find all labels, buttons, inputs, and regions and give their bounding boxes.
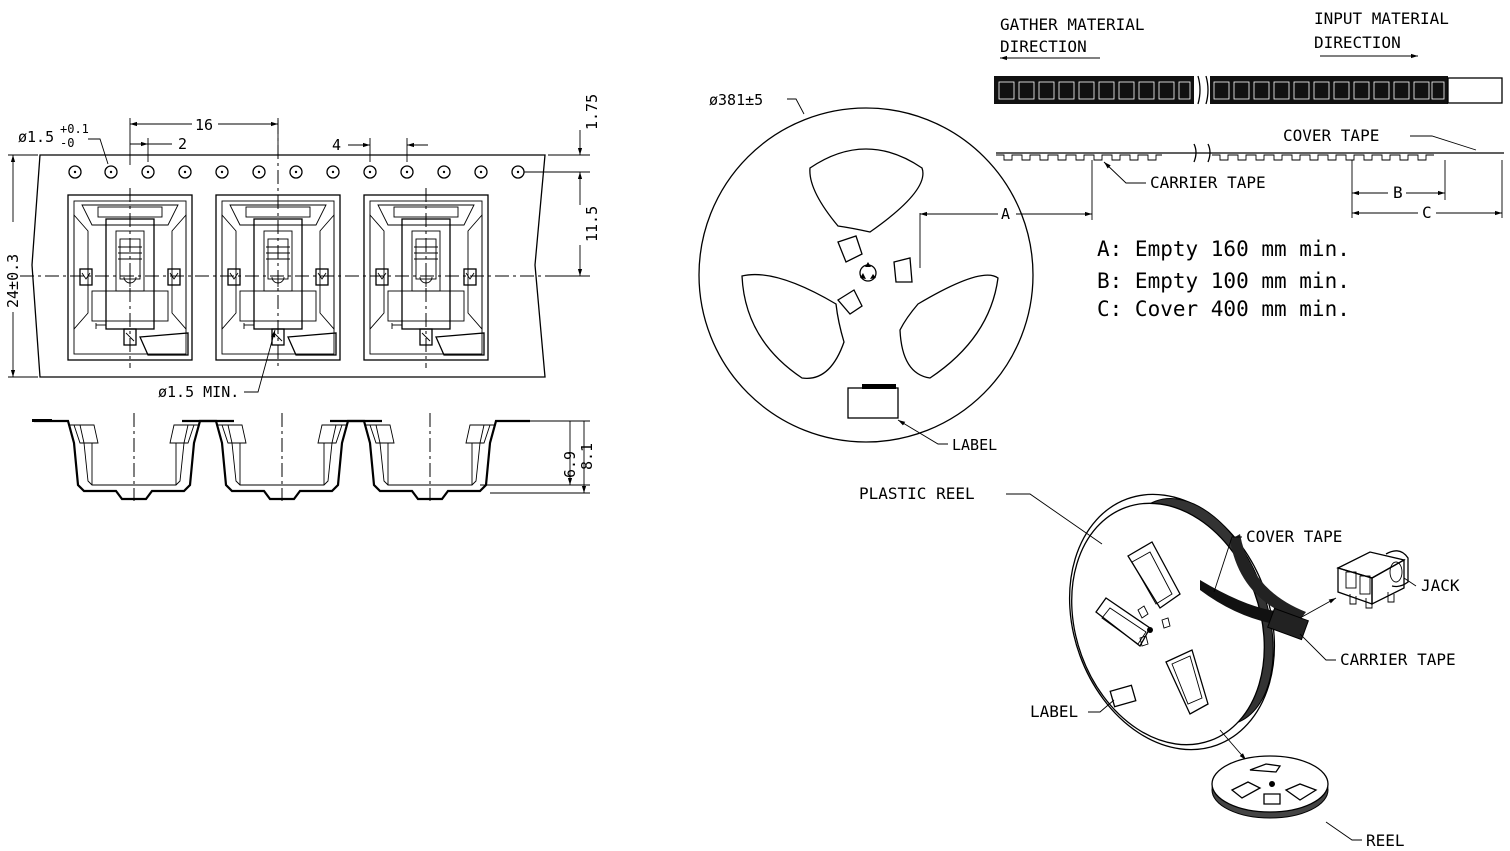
cover-tape-label: COVER TAPE [1283,126,1379,145]
plastic-reel-label: PLASTIC REEL [859,484,975,503]
reel-front-view: ø381±5 LABEL A [698,91,1093,454]
dimension-a-label: A [1001,205,1010,223]
reel-window-right [899,274,999,379]
section-pocket-2 [180,411,384,503]
pocket-depth-dimension: 6.9 [561,451,579,478]
jack-part [1336,550,1409,609]
iso-label-text: LABEL [1030,702,1078,721]
iso-carrier-tape-label: CARRIER TAPE [1340,650,1456,669]
notes-block: A: Empty 160 mm min. B: Empty 100 mm min… [1097,237,1350,321]
gather-direction-line2: DIRECTION [1000,37,1087,56]
tape-width-dimension: 24±0.3 [4,254,22,308]
edge-to-hole-dimension: 1.75 [583,94,601,130]
note-a: A: Empty 160 mm min. [1097,237,1350,261]
gather-direction-line1: GATHER MATERIAL [1000,15,1145,34]
reel-window-left [741,273,845,379]
hole-tolerance-plus: +0.1 [60,122,89,136]
hole-diameter-label: ø1.5 [18,128,54,146]
iso-cover-tape-label: COVER TAPE [1246,527,1342,546]
hole-tolerance-minus: -0 [60,136,74,150]
sprocket-holes [68,165,525,179]
carrier-tape-label: CARRIER TAPE [1150,173,1266,192]
tape-strip-view: GATHER MATERIAL DIRECTION INPUT MATERIAL… [994,9,1504,222]
reel-window-top [809,148,924,233]
input-direction-line1: INPUT MATERIAL [1314,9,1449,28]
iso-label-box [1109,684,1137,708]
hole-to-center-dimension: 11.5 [583,206,601,242]
input-direction-line2: DIRECTION [1314,33,1401,52]
note-c: C: Cover 400 mm min. [1097,297,1350,321]
note-b: B: Empty 100 mm min. [1097,269,1350,293]
hole-offset-dimension: 2 [178,135,187,153]
pocket-hole-label: ø1.5 MIN. [158,383,239,401]
jack-label: JACK [1421,576,1460,595]
tape-plan-view: 16 2 4 ø1.5 +0.1 -0 1.75 11.5 24±0.3 ø [4,94,601,401]
carrier-tape-outline [31,154,546,378]
dimension-c-label: C [1422,203,1432,222]
hole-pitch-dimension: 4 [332,136,341,154]
total-depth-dimension: 8.1 [578,443,596,470]
dimension-b-label: B [1393,183,1403,202]
section-pocket-3 [328,411,532,503]
isometric-view: PLASTIC REEL COVER TAPE JACK CARRIER TAP… [859,484,1460,850]
reel-diameter-label: ø381±5 [709,91,763,109]
tape-section-view: 6.9 8.1 [32,411,596,503]
reel-outline [698,107,1034,443]
reel-label-text: LABEL [952,436,997,454]
reel-label-box [847,387,899,419]
reel-label: REEL [1366,831,1405,850]
section-pocket-1 [32,411,236,503]
pitch-dimension: 16 [195,116,213,134]
small-reel [1211,755,1329,819]
